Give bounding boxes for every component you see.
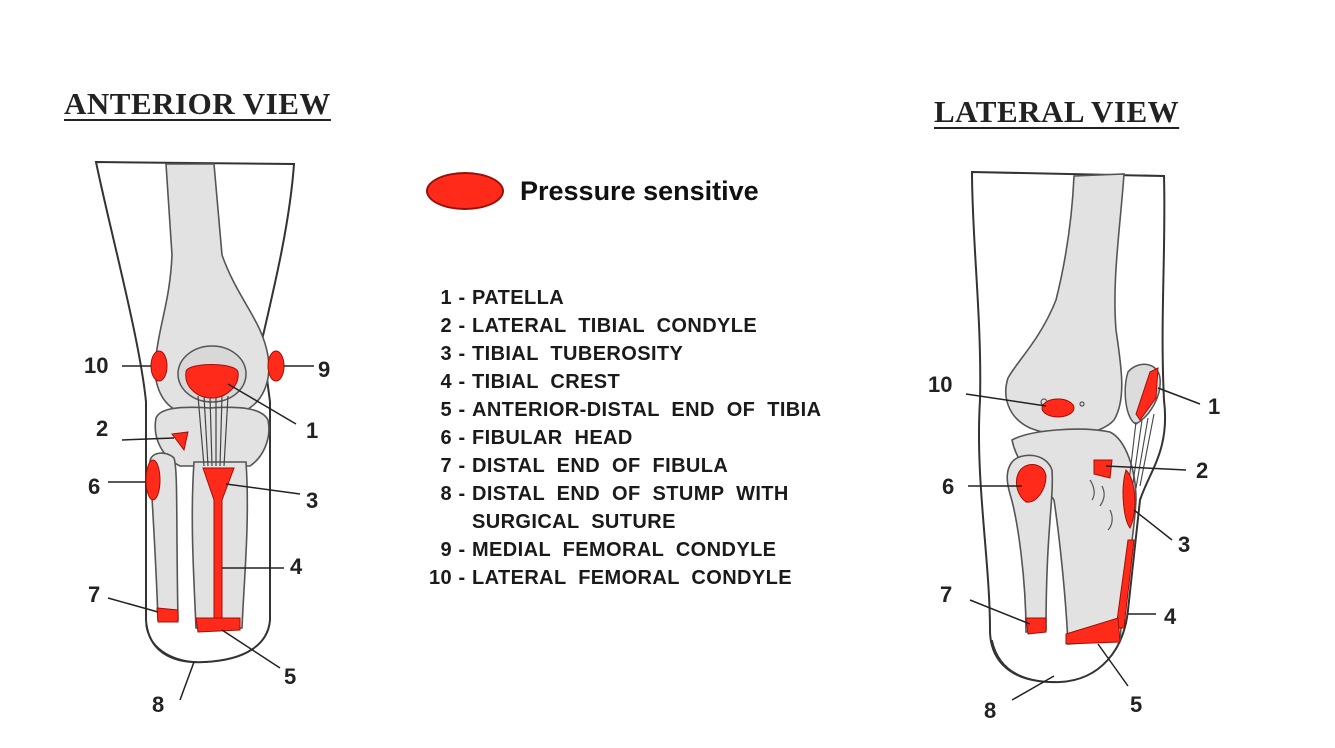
anterior-pressure-lateral-femoral-condyle bbox=[150, 350, 168, 382]
key-number: 5 bbox=[440, 399, 452, 421]
anterior-callout: 2 bbox=[96, 416, 108, 441]
anterior-callout: 6 bbox=[88, 474, 100, 499]
key-text: PATELLA bbox=[472, 287, 565, 309]
lateral-pressure-lateral-femoral-condyle bbox=[1041, 398, 1075, 418]
key-item: 4-TIBIAL CREST bbox=[424, 368, 821, 396]
key-text: LATERAL TIBIAL CONDYLE bbox=[472, 315, 758, 337]
key-number: 8 bbox=[440, 483, 452, 505]
key-number: 4 bbox=[440, 371, 452, 393]
anterior-pressure-medial-femoral-condyle bbox=[267, 350, 285, 382]
key-text: DISTAL END OF FIBULA bbox=[472, 455, 729, 477]
key-number: 1 bbox=[440, 287, 452, 309]
key-text: LATERAL FEMORAL CONDYLE bbox=[472, 567, 792, 589]
key-separator: - bbox=[458, 399, 466, 421]
lateral-pressure-distal-tibia bbox=[1065, 617, 1121, 645]
anterior-callout: 10 bbox=[84, 353, 108, 378]
key-text: SURGICAL SUTURE bbox=[472, 511, 676, 533]
key-separator: - bbox=[458, 371, 466, 393]
key-item: SURGICAL SUTURE bbox=[424, 508, 821, 536]
anterior-pressure-distal-fibula bbox=[156, 607, 179, 623]
anterior-pressure-distal-tibia bbox=[195, 617, 241, 633]
key-text: TIBIAL CREST bbox=[472, 371, 621, 393]
key-number: 9 bbox=[440, 539, 452, 561]
lateral-callout: 10 bbox=[928, 372, 952, 397]
key-separator: - bbox=[458, 343, 466, 365]
key-text: DISTAL END OF STUMP WITH bbox=[472, 483, 789, 505]
lateral-callout: 2 bbox=[1196, 458, 1208, 483]
lateral-callout: 1 bbox=[1208, 394, 1220, 419]
anterior-pressure-lateral-tibial-condyle bbox=[171, 431, 189, 452]
key-separator: - bbox=[458, 483, 466, 505]
anterior-callout: 1 bbox=[306, 418, 318, 443]
key-text: MEDIAL FEMORAL CONDYLE bbox=[472, 539, 777, 561]
anterior-callout: 5 bbox=[284, 664, 296, 689]
lateral-pressure-patella bbox=[1135, 367, 1159, 421]
legend-label: Pressure sensitive bbox=[520, 175, 759, 206]
lateral-callout: 8 bbox=[984, 698, 996, 723]
key-text: TIBIAL TUBEROSITY bbox=[472, 343, 684, 365]
anterior-pressure-patella bbox=[185, 364, 239, 399]
key-item: 10-LATERAL FEMORAL CONDYLE bbox=[424, 564, 821, 592]
anterior-pressure-fibular-head bbox=[145, 459, 161, 501]
anterior-leader-lines bbox=[107, 365, 314, 701]
anterior-callout: 4 bbox=[290, 554, 303, 579]
key-item: 3-TIBIAL TUBEROSITY bbox=[424, 340, 821, 368]
lateral-pressure-distal-fibula bbox=[1025, 617, 1047, 635]
key-number: 6 bbox=[440, 427, 452, 449]
key-number: 10 bbox=[428, 567, 452, 589]
key-separator: - bbox=[458, 287, 466, 309]
lateral-callout: 4 bbox=[1164, 604, 1177, 629]
anterior-stump-end-curve bbox=[145, 624, 209, 663]
key-item: 1-PATELLA bbox=[424, 284, 821, 312]
lateral-pressure-lateral-tibial-condyle bbox=[1093, 459, 1113, 479]
lateral-view-title: LATERAL VIEW bbox=[934, 94, 1180, 129]
key-separator: - bbox=[458, 567, 466, 589]
lateral-callouts: 10 1 2 6 3 7 4 8 5 bbox=[928, 372, 1220, 723]
anterior-callouts: 10 9 1 2 6 3 4 7 5 8 bbox=[84, 353, 330, 717]
key-separator: - bbox=[458, 427, 466, 449]
key-item: 9-MEDIAL FEMORAL CONDYLE bbox=[424, 536, 821, 564]
key-number: 2 bbox=[440, 315, 452, 337]
lateral-callout: 7 bbox=[940, 582, 952, 607]
legend: Pressure sensitive bbox=[426, 172, 759, 210]
key-separator: - bbox=[458, 315, 466, 337]
anterior-view-diagram: 10 9 1 2 6 3 4 7 5 8 bbox=[84, 160, 330, 717]
key-text: ANTERIOR-DISTAL END OF TIBIA bbox=[472, 399, 822, 421]
key-item: 5-ANTERIOR-DISTAL END OF TIBIA bbox=[424, 396, 821, 424]
pressure-swatch-icon bbox=[426, 172, 504, 210]
anterior-callout: 9 bbox=[318, 357, 330, 382]
key-item: 8-DISTAL END OF STUMP WITH bbox=[424, 480, 821, 508]
lateral-pressure-fibular-head bbox=[1015, 464, 1047, 503]
anterior-callout: 3 bbox=[306, 488, 318, 513]
lateral-leader-lines bbox=[965, 387, 1201, 701]
lateral-view-diagram: 10 1 2 6 3 7 4 8 5 bbox=[928, 170, 1220, 723]
anterior-patellar-tendon bbox=[197, 395, 229, 467]
key-item: 6-FIBULAR HEAD bbox=[424, 424, 821, 452]
key-item: 7-DISTAL END OF FIBULA bbox=[424, 452, 821, 480]
lateral-callout: 3 bbox=[1178, 532, 1190, 557]
key-item: 2-LATERAL TIBIAL CONDYLE bbox=[424, 312, 821, 340]
key-number: 7 bbox=[440, 455, 452, 477]
anterior-callout: 7 bbox=[88, 582, 100, 607]
lateral-callout: 6 bbox=[942, 474, 954, 499]
key-text: FIBULAR HEAD bbox=[472, 427, 633, 449]
key-separator: - bbox=[458, 455, 466, 477]
anterior-view-title: ANTERIOR VIEW bbox=[64, 86, 331, 121]
lateral-pressure-tibial-tuberosity-crest bbox=[1115, 469, 1136, 629]
key-number: 3 bbox=[440, 343, 452, 365]
lateral-femur bbox=[1005, 173, 1125, 436]
anterior-callout: 8 bbox=[152, 692, 164, 717]
lateral-callout: 5 bbox=[1130, 692, 1142, 717]
key-separator: - bbox=[458, 539, 466, 561]
